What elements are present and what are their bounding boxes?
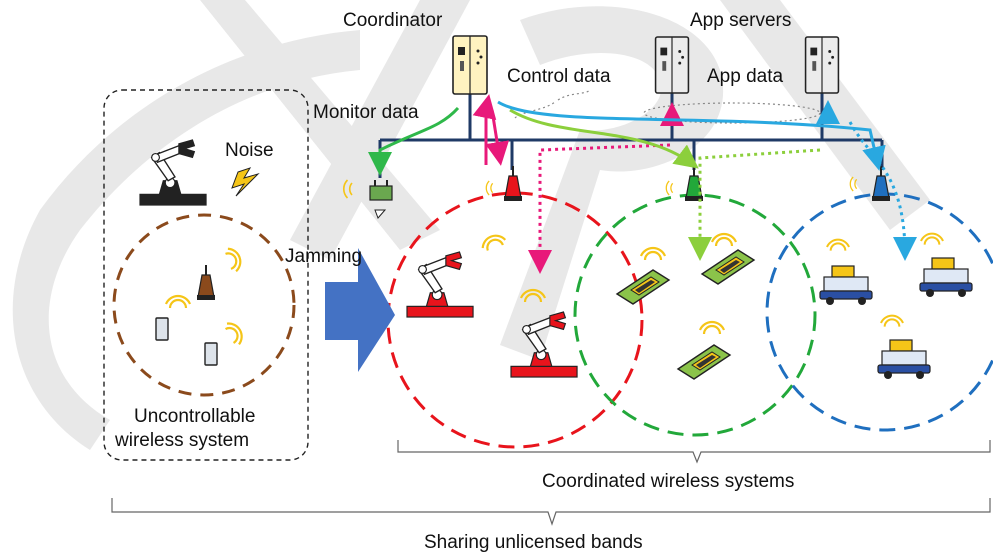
agv-cart-icon — [819, 265, 873, 306]
coordinator-server-icon — [452, 35, 488, 95]
monitor-device-icon — [369, 180, 393, 219]
lightning-icon — [231, 167, 260, 197]
control-data-callout — [514, 89, 591, 119]
uncontrollable-system-box — [103, 89, 309, 461]
sensor-board-icon — [701, 249, 755, 285]
mobile-device-icon — [204, 342, 218, 366]
uncontrollable-label-line1: Uncontrollable — [134, 406, 255, 427]
coordinated-systems-label: Coordinated wireless systems — [542, 471, 794, 492]
red-system-coverage — [386, 191, 644, 449]
jamming-label: Jamming — [285, 246, 362, 267]
uncontrollable-coverage-circle — [112, 213, 296, 397]
control-data-label: Control data — [507, 66, 611, 87]
sensor-board-icon — [616, 269, 670, 305]
agv-cart-icon — [877, 339, 931, 380]
mobile-device-icon — [155, 317, 169, 341]
agv-cart-icon — [919, 257, 973, 298]
coordinated-bracket — [397, 440, 991, 464]
sharing-bands-label: Sharing unlicensed bands — [424, 532, 643, 553]
app-server-icon — [654, 36, 690, 94]
sharing-bracket — [111, 498, 991, 526]
green-app-arrows — [509, 108, 821, 261]
monitor-data-arrow — [368, 106, 460, 176]
uncontrollable-label-line2: wireless system — [114, 430, 249, 451]
blue-app-arrows — [497, 100, 917, 261]
access-point-icon — [503, 165, 523, 202]
monitor-data-label: Monitor data — [313, 102, 419, 123]
noise-label: Noise — [225, 140, 274, 161]
green-system-coverage — [573, 193, 817, 437]
robot-arm-icon — [406, 251, 474, 318]
app-data-label: App data — [707, 66, 783, 87]
app-server-icon — [804, 36, 840, 94]
coordinator-label: Coordinator — [343, 10, 443, 31]
jamming-arrow — [325, 248, 395, 372]
access-point-icon — [196, 264, 216, 301]
app-servers-label: App servers — [690, 10, 791, 31]
control-data-arrows — [472, 94, 684, 274]
sensor-board-icon — [677, 344, 731, 380]
blue-system-coverage — [765, 192, 993, 432]
